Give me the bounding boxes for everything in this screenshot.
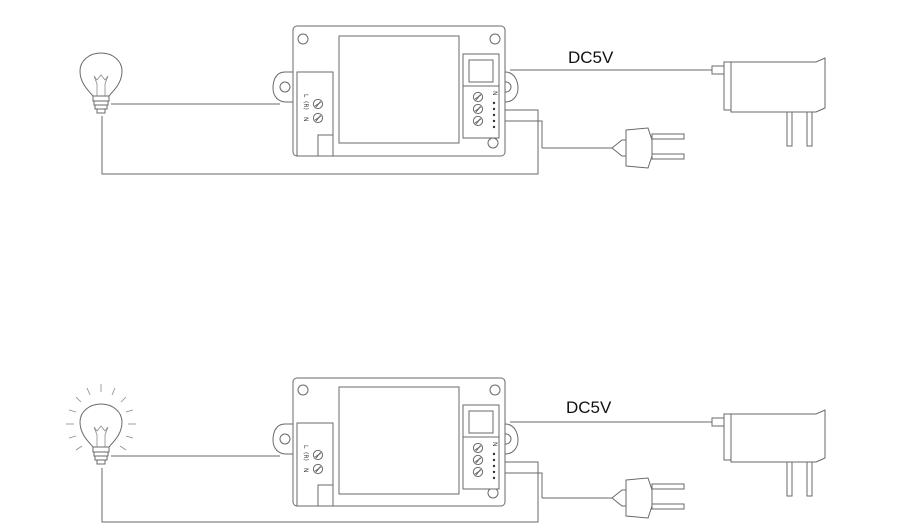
load-terminal-label-l: L — [302, 94, 309, 98]
ac-plug-icon — [611, 477, 685, 519]
light-bulb-icon — [79, 52, 123, 114]
load-terminal-label-n: N — [302, 468, 309, 473]
dc-adapter-icon — [711, 409, 826, 497]
diagram-lamp-on: L (R) N N DC5V — [66, 377, 826, 523]
load-terminal-label-r: (R) — [302, 452, 309, 461]
load-terminal-label-n: N — [302, 117, 309, 122]
power-terminal-label-n: N — [491, 91, 498, 96]
load-terminal-label-l: L — [302, 445, 309, 449]
ac-plug-icon — [611, 127, 685, 169]
supply-voltage-label: DC5V — [568, 48, 614, 67]
supply-voltage-label: DC5V — [566, 398, 612, 417]
load-terminal-label-r: (R) — [302, 101, 309, 110]
light-bulb-icon — [66, 384, 136, 465]
power-terminal-label-n: N — [491, 442, 498, 447]
relay-module-icon — [272, 377, 519, 507]
wires — [101, 69, 712, 175]
relay-module-icon — [272, 25, 519, 157]
wires — [101, 421, 712, 523]
diagram-lamp-off: L (R) N N DC5V — [79, 25, 826, 175]
dc-adapter-icon — [711, 57, 826, 147]
